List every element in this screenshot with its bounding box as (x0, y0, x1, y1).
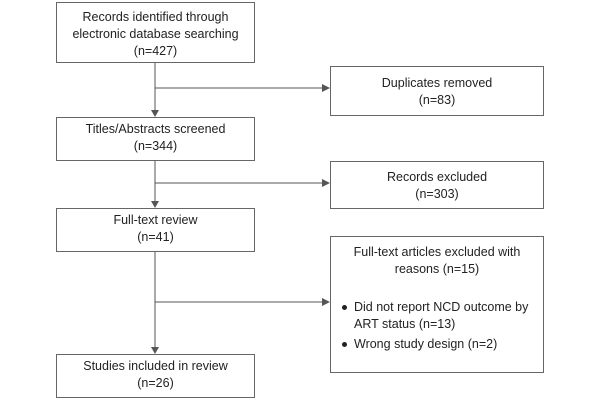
arrowhead-to-duplicates (322, 84, 330, 92)
arrowhead-to-fulltext-excluded (322, 298, 330, 306)
full-text-review-box: Full-text review (n=41) (56, 208, 255, 252)
exclusion-reason-text: Wrong study design (n=2) (354, 337, 498, 351)
duplicates-removed-box: Duplicates removed (n=83) (330, 66, 544, 116)
full-text-review-label: Full-text review (113, 213, 198, 227)
arrowhead-to-fulltext (151, 201, 159, 208)
duplicates-removed-label: Duplicates removed (381, 76, 493, 90)
records-identified-label-line2: electronic database searching (72, 27, 239, 41)
records-identified-count: (n=427) (133, 44, 178, 58)
records-excluded-box: Records excluded (n=303) (330, 161, 544, 209)
bullet-icon (342, 342, 347, 347)
studies-included-label: Studies included in review (83, 359, 228, 373)
screened-label: Titles/Abstracts screened (85, 122, 226, 136)
full-text-excluded-box: Full-text articles excluded with reasons… (330, 236, 544, 373)
studies-included-box: Studies included in review (n=26) (56, 354, 255, 398)
exclusion-reason-item: Wrong study design (n=2) (339, 336, 539, 353)
titles-abstracts-screened-box: Titles/Abstracts screened (n=344) (56, 117, 255, 161)
duplicates-removed-count: (n=83) (418, 93, 456, 107)
studies-included-count: (n=26) (137, 376, 174, 390)
records-identified-box: Records identified through electronic da… (56, 2, 255, 63)
arrowhead-to-included (151, 347, 159, 354)
exclusion-reasons-list: Did not report NCD outcome by ART status… (331, 299, 543, 353)
full-text-excluded-heading: Full-text articles excluded with reasons… (331, 244, 543, 278)
arrowhead-to-records-excluded (322, 179, 330, 187)
full-text-review-count: (n=41) (137, 230, 174, 244)
records-excluded-count: (n=303) (415, 187, 459, 201)
bullet-icon (342, 305, 347, 310)
exclusion-reason-text: Did not report NCD outcome by ART status… (354, 300, 529, 331)
arrowhead-to-screened (151, 110, 159, 117)
records-identified-label-line1: Records identified through (82, 10, 229, 24)
full-text-excluded-heading-line1: Full-text articles excluded with (353, 245, 521, 259)
full-text-excluded-heading-line2: reasons (n=15) (394, 262, 480, 276)
records-excluded-label: Records excluded (386, 170, 488, 184)
exclusion-reason-item: Did not report NCD outcome by ART status… (339, 299, 539, 333)
screened-count: (n=344) (133, 139, 178, 153)
